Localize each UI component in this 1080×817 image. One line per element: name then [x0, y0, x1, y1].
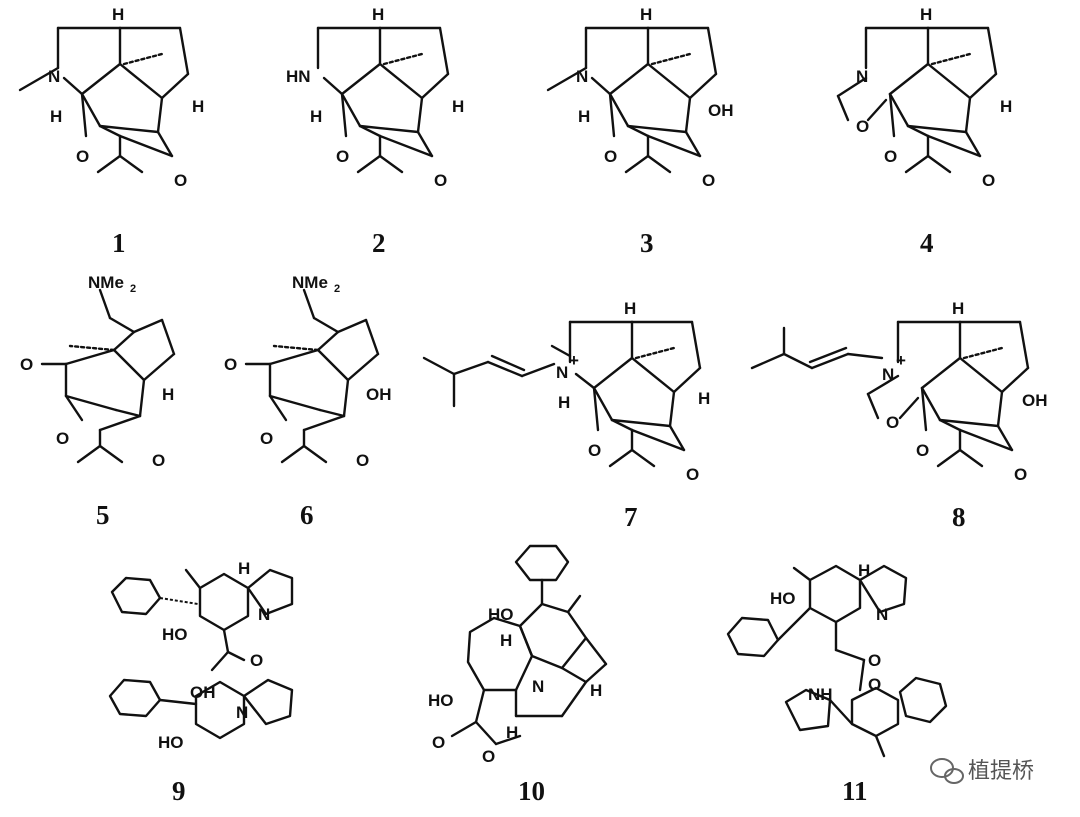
compound-number: 5	[96, 500, 110, 530]
o-label: O	[868, 675, 881, 694]
compound-9: H N HO O OH N HO 9	[108, 559, 294, 806]
ho-label: HO	[428, 691, 454, 710]
compound-2: H HN H H O O 2	[286, 5, 464, 258]
o-label: O	[868, 651, 881, 670]
o-label: O	[604, 147, 617, 166]
o-label: O	[224, 355, 237, 374]
o-label: O	[702, 171, 715, 190]
o-label: O	[432, 733, 445, 752]
oh-label: OH	[366, 385, 392, 404]
h-label: H	[238, 559, 250, 578]
o-label: O	[588, 441, 601, 460]
subscript: 2	[130, 283, 136, 295]
o-label: O	[76, 147, 89, 166]
h-label: H	[372, 5, 384, 24]
n-label: N	[258, 605, 270, 624]
o-label: O	[336, 147, 349, 166]
watermark-text: 植提桥	[968, 759, 1034, 784]
compound-number: 6	[300, 500, 314, 530]
compound-8: H N + O OH O O 8	[750, 299, 1048, 532]
o-label: O	[174, 171, 187, 190]
compound-5: NMe 2 O H O O 5	[20, 273, 176, 530]
nh-label: NH	[808, 685, 833, 704]
h-label: H	[506, 723, 518, 742]
o-label: O	[356, 451, 369, 470]
n-label: N	[48, 67, 60, 86]
h-label: H	[162, 385, 174, 404]
compound-number: 1	[112, 228, 126, 258]
compound-number: 8	[952, 502, 966, 532]
compound-number: 2	[372, 228, 386, 258]
h-label: H	[500, 631, 512, 650]
compound-1: H N H H O O 1	[18, 5, 204, 258]
h-label: H	[952, 299, 964, 318]
n-label: N	[882, 365, 894, 384]
subscript: 2	[334, 283, 340, 295]
o-label: O	[884, 147, 897, 166]
wechat-icon	[930, 758, 964, 784]
oh-label: OH	[708, 101, 734, 120]
o-label: O	[686, 465, 699, 484]
compound-10: HO H H N HO H O O 10	[428, 544, 608, 806]
h-label: H	[310, 107, 322, 126]
h-label: H	[590, 681, 602, 700]
o-label: O	[916, 441, 929, 460]
compound-4: H N O H O O 4	[836, 5, 1012, 258]
nme2-label: NMe	[88, 273, 124, 292]
h-label: H	[640, 5, 652, 24]
o-label: O	[856, 117, 869, 136]
compound-3: H N H OH O O 3	[546, 5, 734, 258]
h-label: H	[558, 393, 570, 412]
compound-number: 4	[920, 228, 934, 258]
ho-label: HO	[162, 625, 188, 644]
h-label: H	[920, 5, 932, 24]
o-label: O	[434, 171, 447, 190]
n-label: N	[556, 363, 568, 382]
o-label: O	[260, 429, 273, 448]
h-label: H	[624, 299, 636, 318]
watermark: 植提桥	[930, 758, 1034, 784]
n-label: N	[236, 703, 248, 722]
compound-number: 11	[842, 776, 868, 806]
h-label: H	[858, 561, 870, 580]
o-label: O	[982, 171, 995, 190]
h-label: H	[112, 5, 124, 24]
h-label: H	[50, 107, 62, 126]
compound-number: 7	[624, 502, 638, 532]
compound-11: H HO N O O NH 11	[726, 561, 948, 806]
h-label: H	[578, 107, 590, 126]
ho-label: HO	[488, 605, 514, 624]
n-label: N	[576, 67, 588, 86]
nh-label: HN	[286, 67, 311, 86]
oh-label: OH	[190, 683, 216, 702]
oh-label: OH	[1022, 391, 1048, 410]
compound-number: 3	[640, 228, 654, 258]
n-label: N	[856, 67, 868, 86]
o-label: O	[886, 413, 899, 432]
charge-label: +	[569, 351, 579, 370]
n-label: N	[876, 605, 888, 624]
o-label: O	[1014, 465, 1027, 484]
compound-number: 9	[172, 776, 186, 806]
n-label: N	[532, 677, 544, 696]
compound-6: NMe 2 O OH O O 6	[224, 273, 392, 530]
o-label: O	[152, 451, 165, 470]
h-label: H	[698, 389, 710, 408]
compound-number: 10	[518, 776, 545, 806]
o-label: O	[482, 747, 495, 766]
compound-7: H N + H H O O 7	[422, 299, 710, 532]
h-label: H	[192, 97, 204, 116]
h-label: H	[1000, 97, 1012, 116]
o-label: O	[250, 651, 263, 670]
ho-label: HO	[158, 733, 184, 752]
h-label: H	[452, 97, 464, 116]
charge-label: +	[896, 351, 906, 370]
o-label: O	[56, 429, 69, 448]
nme2-label: NMe	[292, 273, 328, 292]
ho-label: HO	[770, 589, 796, 608]
o-label: O	[20, 355, 33, 374]
